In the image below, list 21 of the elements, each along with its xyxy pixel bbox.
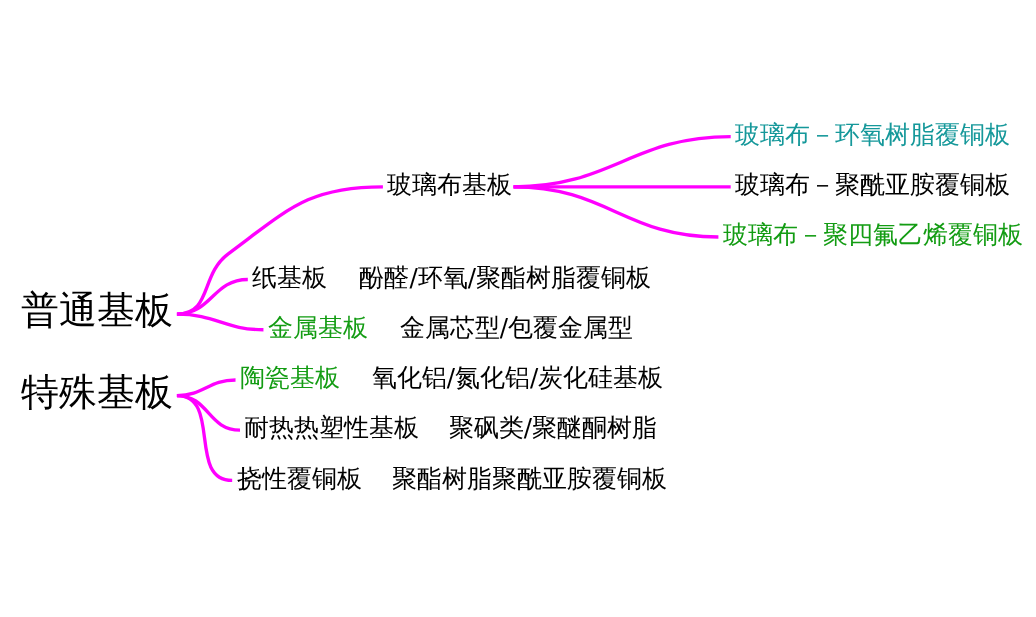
node-text: 玻璃布－环氧树脂覆铜板 bbox=[735, 119, 1011, 149]
node-label: 聚砜类/聚醚酮树脂 bbox=[448, 413, 658, 443]
connector bbox=[176, 277, 248, 316]
node-text: 金属基板 bbox=[267, 312, 368, 342]
node-text: 挠性覆铜板 bbox=[236, 463, 362, 493]
connector bbox=[176, 185, 383, 316]
node-text: 特殊基板 bbox=[20, 369, 173, 414]
node-text: 玻璃布－聚酰亚胺覆铜板 bbox=[735, 170, 1011, 200]
node-label: 氧化铝/氮化铝/炭化硅基板 bbox=[371, 363, 664, 393]
node-text: 玻璃布－聚四氟乙烯覆铜板 bbox=[722, 220, 1023, 250]
node-text: 陶瓷基板 bbox=[240, 363, 340, 393]
node-text: 普通基板 bbox=[20, 288, 173, 333]
connector bbox=[176, 393, 233, 483]
node-label: 聚酯树脂聚酰亚胺覆铜板 bbox=[391, 463, 667, 493]
connector bbox=[513, 185, 719, 239]
node-text: 耐热热塑性基板 bbox=[244, 413, 420, 443]
node-label: 酚醛/环氧/聚酯树脂覆铜板 bbox=[359, 262, 652, 292]
node-label: 金属芯型/包覆金属型 bbox=[399, 312, 633, 342]
node-text: 玻璃布基板 bbox=[387, 170, 513, 200]
node-text: 纸基板 bbox=[252, 262, 328, 292]
connector bbox=[176, 312, 264, 332]
